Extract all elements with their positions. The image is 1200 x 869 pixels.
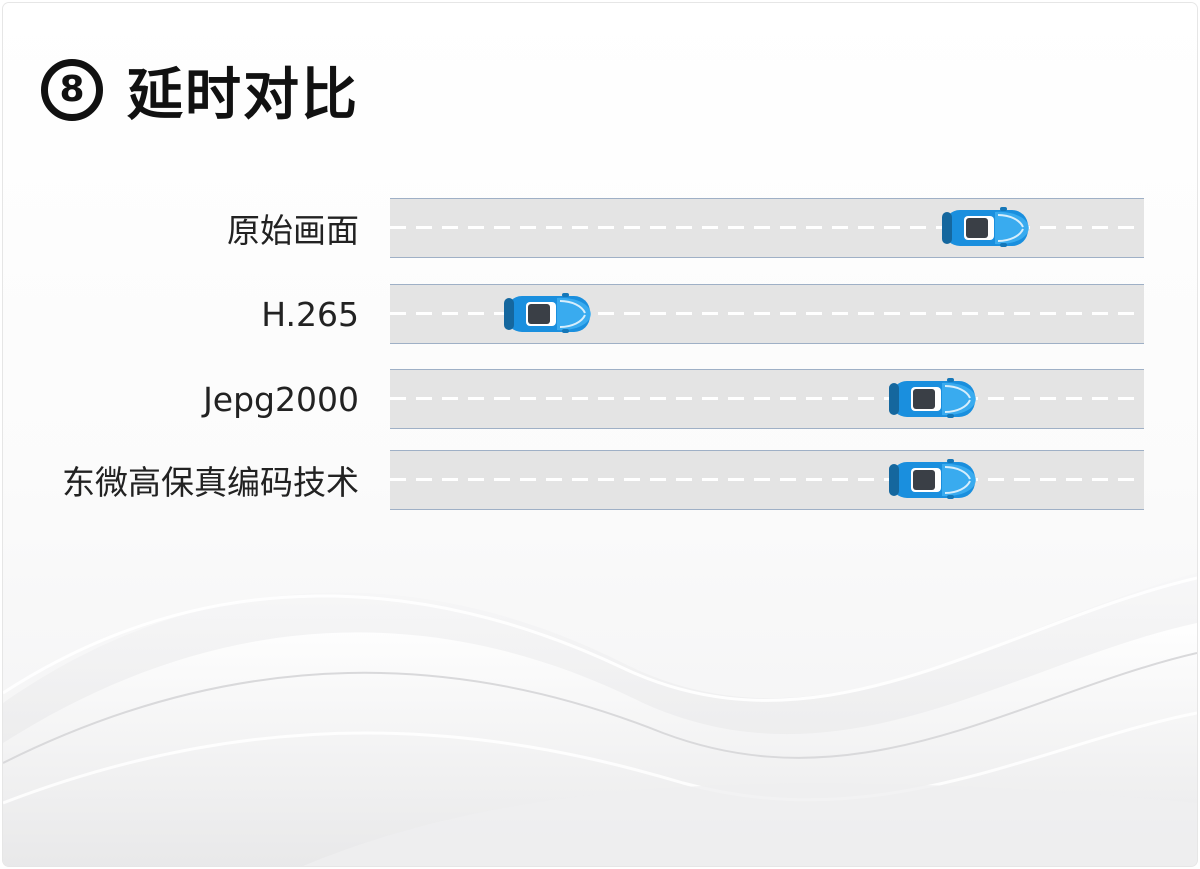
blue-car-icon: [940, 203, 1032, 251]
row-label: H.265: [261, 294, 359, 334]
lane-marking: [390, 478, 1144, 481]
lane-marking: [390, 226, 1144, 229]
slide-header: 8 延时对比: [41, 55, 359, 128]
lane-marking: [390, 312, 1144, 315]
road-lane: [390, 198, 1144, 258]
road-lane: [390, 369, 1144, 429]
road-lane: [390, 284, 1144, 344]
road-lane: [390, 450, 1144, 510]
comparison-row-dongwei: 东微高保真编码技术: [3, 450, 1197, 510]
slide-title: 延时对比: [127, 62, 359, 128]
blue-car-icon: [887, 374, 979, 422]
row-label: 东微高保真编码技术: [62, 463, 359, 502]
row-label: Jepg2000: [203, 379, 359, 419]
lane-marking: [390, 397, 1144, 400]
comparison-row-jpeg2000: Jepg2000: [3, 369, 1197, 429]
blue-car-icon: [502, 289, 594, 337]
background-waves: [3, 573, 1197, 866]
comparison-row-h265: H.265: [3, 284, 1197, 344]
blue-car-icon: [887, 455, 979, 503]
section-number-badge: 8: [41, 59, 103, 121]
row-label: 原始画面: [227, 211, 359, 250]
comparison-row-original: 原始画面: [3, 198, 1197, 258]
slide: 8 延时对比 原始画面 H.265 Jepg2000 东微高保真编码技术: [3, 3, 1197, 866]
